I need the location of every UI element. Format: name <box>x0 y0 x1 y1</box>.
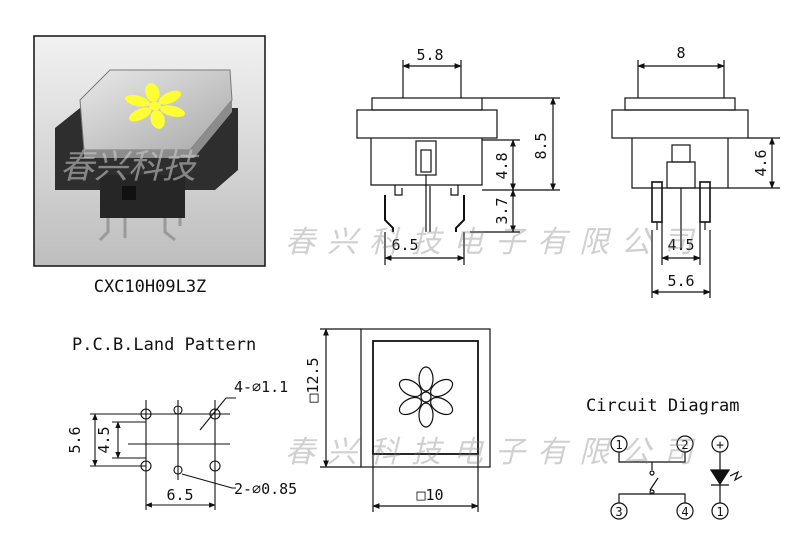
circuit-title: Circuit Diagram <box>586 396 740 416</box>
side-dim-inner: 4.5 <box>667 236 694 254</box>
front-view <box>356 60 560 265</box>
product-model: CXC10H09L3Z <box>94 277 207 297</box>
circuit-pin-2: 2 <box>681 438 688 452</box>
pcb-dim-outer-height: 5.6 <box>66 426 84 453</box>
circuit-pin-1: 1 <box>615 438 622 452</box>
top-dim-height: □12.5 <box>304 357 322 402</box>
pcb-title: P.C.B.Land Pattern <box>72 335 256 355</box>
front-dim-total: 8.5 <box>532 132 550 159</box>
top-view <box>320 328 491 512</box>
front-dim-top: 5.8 <box>416 46 443 64</box>
front-dim-pin: 3.7 <box>493 197 511 224</box>
pcb-dim-inner-height: 4.5 <box>95 426 113 453</box>
photo-watermark: 春兴科技 <box>60 147 200 187</box>
circuit-led-minus: 1 <box>716 505 723 519</box>
circuit-led-plus: + <box>716 438 724 453</box>
circuit-pin-4: 4 <box>681 505 688 519</box>
circuit-pin-3: 3 <box>615 505 622 519</box>
top-dim-width: □10 <box>416 486 443 504</box>
top-flower-icon <box>398 366 454 428</box>
pcb-holes-small: 2-⌀0.85 <box>234 480 297 498</box>
product-photo: 春兴科技 <box>33 35 266 267</box>
pcb-holes-large: 4-⌀1.1 <box>234 378 288 396</box>
side-dim-outer: 5.6 <box>667 272 694 290</box>
watermark-upper: 春兴科技电子有限公司 <box>285 225 705 260</box>
watermark-lower: 春兴科技电子有限公司 <box>285 435 705 470</box>
front-dim-pin-spacing: 6.5 <box>391 236 418 254</box>
circuit-diagram <box>610 435 743 520</box>
side-dim-top: 8 <box>676 44 685 62</box>
pcb-dim-width: 6.5 <box>166 486 193 504</box>
front-dim-body: 4.8 <box>493 152 511 179</box>
side-view <box>611 60 780 298</box>
pcb-land-pattern <box>90 397 236 510</box>
side-dim-height: 4.6 <box>752 149 770 176</box>
flower-icon <box>125 83 185 129</box>
